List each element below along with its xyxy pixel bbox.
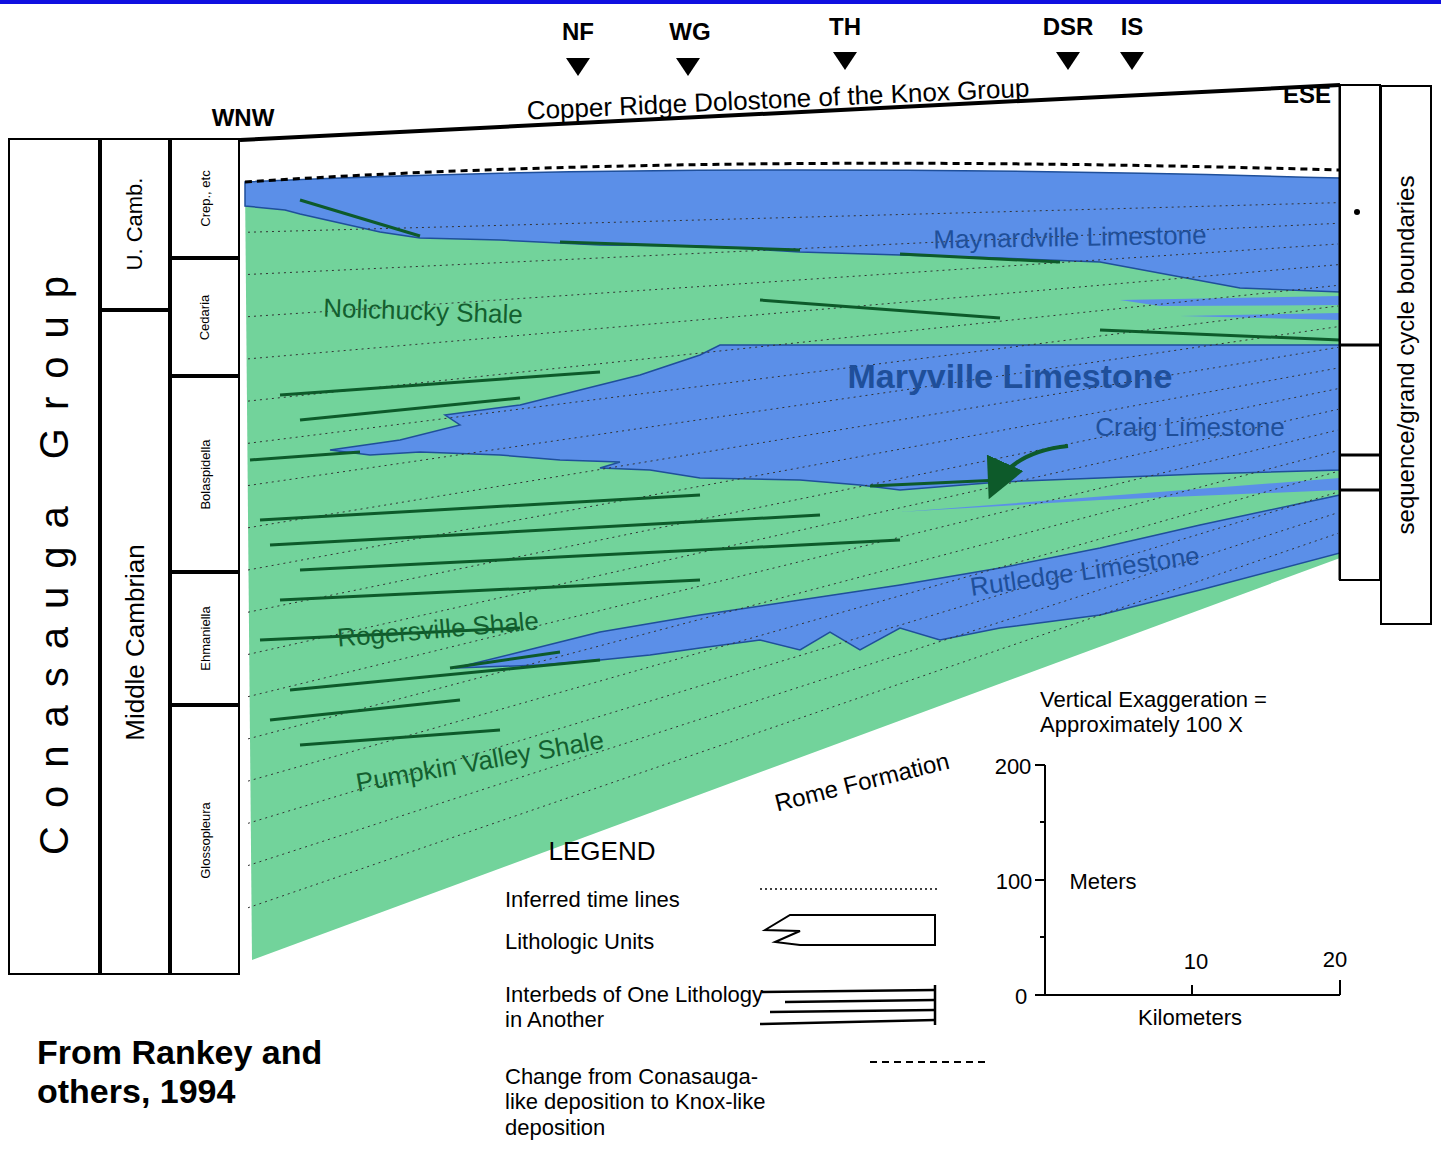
limestone-tongue bbox=[900, 478, 1340, 512]
legend-sample bbox=[765, 915, 935, 945]
column-label: Crep., etc bbox=[197, 170, 212, 226]
cycle-box: sequence/grand cycle boundaries bbox=[1380, 85, 1432, 625]
annotation-label: WNW bbox=[212, 104, 275, 132]
stratigraphic-column-box: Ehmaniella bbox=[170, 572, 240, 705]
stratigraphic-column-box: Glossopleura bbox=[170, 705, 240, 975]
time-line bbox=[248, 389, 1338, 613]
cycle-column bbox=[1340, 85, 1380, 580]
station-label: IS bbox=[1121, 13, 1144, 41]
legend-sample bbox=[760, 888, 940, 890]
cycle-ticks bbox=[1340, 345, 1380, 490]
interbeds bbox=[250, 200, 1340, 745]
time-line bbox=[248, 409, 1338, 654]
column-label: Bolaspidella bbox=[198, 439, 213, 509]
time-line bbox=[248, 347, 1338, 527]
annotation-label: ESE bbox=[1283, 81, 1331, 109]
top-bar bbox=[0, 0, 1441, 4]
scale-label: 200 bbox=[995, 754, 1032, 779]
column-label: U. Camb. bbox=[122, 178, 148, 271]
legend-sample bbox=[760, 985, 935, 1025]
scale-bar bbox=[1035, 765, 1340, 995]
annotation-label: Maynardville Limestone bbox=[933, 221, 1207, 256]
column-label: Middle Cambrian bbox=[120, 544, 151, 741]
annotation-label: Copper Ridge Dolostone of the Knox Group bbox=[526, 74, 1030, 127]
time-line bbox=[248, 265, 1338, 359]
scale-label: 20 bbox=[1323, 947, 1347, 972]
column-label: Cedaria bbox=[198, 294, 213, 340]
column-label: Glossopleura bbox=[198, 802, 213, 879]
scale-label: Kilometers bbox=[1138, 1005, 1242, 1030]
scale-label: 100 bbox=[996, 869, 1033, 894]
limestone-area bbox=[245, 170, 1340, 292]
annotation-label: Maryville Limestone bbox=[847, 357, 1172, 396]
stratigraphic-column-box: Conasauga Group bbox=[8, 138, 100, 975]
change-line bbox=[245, 163, 1340, 182]
limestone-area bbox=[330, 345, 1340, 490]
dot bbox=[1354, 209, 1360, 215]
shale-area bbox=[245, 170, 1340, 960]
annotation-label: Vertical Exaggeration = Approximately 10… bbox=[1040, 687, 1350, 738]
legend-sample bbox=[870, 1061, 990, 1063]
time-lines bbox=[248, 203, 1338, 908]
column-label: sequence/grand cycle boundaries bbox=[1392, 176, 1420, 535]
time-line bbox=[248, 327, 1338, 486]
station-label: WG bbox=[669, 18, 710, 46]
scale-label: 10 bbox=[1184, 949, 1208, 974]
annotation-label: LEGEND bbox=[549, 837, 656, 867]
station-label: TH bbox=[829, 13, 861, 41]
time-line bbox=[248, 285, 1338, 401]
time-line bbox=[248, 368, 1338, 570]
stratigraphic-column-box: Bolaspidella bbox=[170, 376, 240, 572]
station-label: NF bbox=[562, 18, 594, 46]
time-line bbox=[248, 492, 1338, 823]
annotation-label: Craig Limestone bbox=[1095, 413, 1284, 443]
column-label: Conasauga Group bbox=[32, 258, 77, 855]
annotation-label: From Rankey and others, 1994 bbox=[37, 1033, 427, 1111]
time-line bbox=[248, 430, 1338, 697]
legend-text: Inferred time lines bbox=[505, 887, 755, 912]
stratigraphic-column-box: Middle Cambrian bbox=[100, 310, 170, 975]
limestone-tongue bbox=[1120, 296, 1340, 320]
scale-label: 0 bbox=[1015, 984, 1027, 1009]
column-label: Ehmaniella bbox=[197, 606, 212, 670]
stratigraphic-column-box: Crep., etc bbox=[170, 138, 240, 258]
legend-text: Change from Conasauga-like deposition to… bbox=[505, 1064, 771, 1140]
stratigraphic-column-box: Cedaria bbox=[170, 258, 240, 376]
legend-text: Lithologic Units bbox=[505, 929, 755, 954]
legend-text: Interbeds of One Lithology in Another bbox=[505, 982, 771, 1033]
stratigraphic-column-box: U. Camb. bbox=[100, 138, 170, 310]
limestone-area bbox=[455, 495, 1340, 668]
station-markers bbox=[566, 52, 1144, 76]
time-line bbox=[248, 306, 1338, 443]
station-label: DSR bbox=[1043, 13, 1094, 41]
scale-label: Meters bbox=[1069, 869, 1136, 894]
leader-arrow bbox=[992, 446, 1068, 492]
